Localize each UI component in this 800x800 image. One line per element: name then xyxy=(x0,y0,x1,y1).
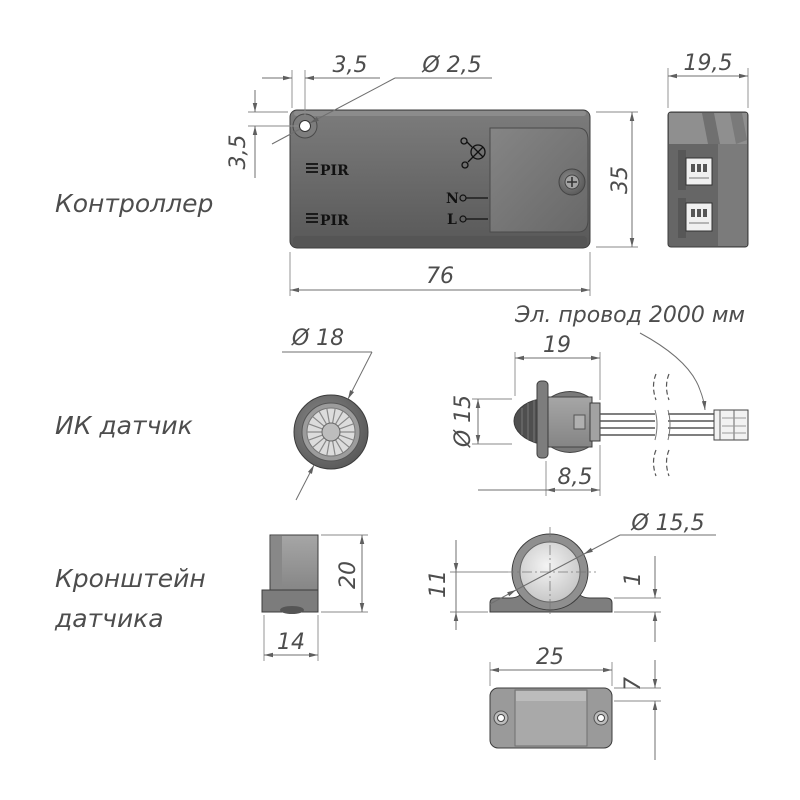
pir-lines-icon xyxy=(306,163,318,173)
label-bracket-line1: Кронштейн xyxy=(55,564,206,593)
bracket-bottom-view xyxy=(489,687,613,749)
controller-cover-panel xyxy=(489,127,589,233)
wire-break-marks xyxy=(652,373,670,477)
dim-bracket-depth: 7 xyxy=(614,660,661,760)
pir-lines-icon xyxy=(306,213,318,223)
side-connector-top xyxy=(685,157,713,186)
bracket-side-slot xyxy=(280,606,304,614)
sensor-dome xyxy=(513,398,541,445)
dim-sensor-length: 19 xyxy=(514,333,601,400)
label-ir-sensor: ИК датчик xyxy=(55,411,193,440)
lens-center xyxy=(321,422,341,442)
dim-text: 7 xyxy=(621,677,646,691)
ir-sensor-front-view xyxy=(293,394,369,470)
dim-bracket-length: 25 xyxy=(489,645,613,686)
sensor-flange xyxy=(536,380,549,459)
wire-callout: Эл. провод 2000 мм xyxy=(514,303,745,411)
bracket-side-shade xyxy=(271,536,282,591)
dim-controller-hole-offset-y: 3,5 xyxy=(226,90,298,178)
sensor-clip-bottom xyxy=(549,446,591,453)
wire-connector xyxy=(713,409,749,441)
dim-text: 25 xyxy=(536,645,564,670)
dim-controller-hole-diameter: Ø 2,5 xyxy=(271,53,492,145)
dim-controller-depth: 19,5 xyxy=(667,51,749,108)
dim-sensor-flange-length: 8,5 xyxy=(478,445,601,496)
dim-text: Ø 2,5 xyxy=(421,53,481,78)
terminal-label-n: N xyxy=(446,191,459,207)
sensor-latch xyxy=(573,414,586,430)
ir-sensor-side-view xyxy=(513,373,749,477)
side-connector-bottom xyxy=(685,202,713,232)
dim-bracket-width: 14 xyxy=(263,615,319,661)
mount-hole-icon xyxy=(493,710,509,726)
dim-text: Ø 15 xyxy=(451,395,476,448)
screw-icon xyxy=(558,168,586,196)
lamp-icon xyxy=(460,137,486,169)
dim-text: 3,5 xyxy=(333,53,368,78)
dim-bracket-base-thickness: 1 xyxy=(614,556,661,642)
wire-length-text: Эл. провод 2000 мм xyxy=(514,303,745,328)
dim-text: 11 xyxy=(426,570,451,598)
terminal-label-l: L xyxy=(447,212,457,228)
sensor-wires xyxy=(600,409,715,441)
bracket-side-view xyxy=(261,534,319,614)
dim-sensor-diameter: Ø 18 xyxy=(282,326,373,501)
controller-top-rim xyxy=(294,111,586,116)
dim-text: 14 xyxy=(277,630,305,655)
bracket-plate-highlight xyxy=(516,691,586,701)
side-slot xyxy=(730,113,747,144)
sensor-cap xyxy=(589,402,601,442)
dim-bracket-center-height: 11 xyxy=(426,540,508,630)
dim-text: 3,5 xyxy=(226,135,251,170)
dim-bracket-ring-diameter: Ø 15,5 xyxy=(489,511,716,605)
dim-text: 1 xyxy=(621,572,646,586)
dim-text: Ø 15,5 xyxy=(630,511,704,536)
dim-bracket-height: 20 xyxy=(321,534,368,613)
dim-text: 19,5 xyxy=(684,51,733,76)
pir-label-bottom: PIR xyxy=(320,213,349,229)
dim-text: 35 xyxy=(608,166,633,194)
side-right-column xyxy=(718,144,747,246)
wire-leader xyxy=(639,332,707,411)
dim-text: Ø 18 xyxy=(291,326,344,351)
dome-ribs xyxy=(521,400,535,443)
side-tab xyxy=(678,198,686,238)
dim-controller-length: 76 xyxy=(289,252,591,296)
controller-bottom-rim xyxy=(293,236,587,247)
pir-label-top: PIR xyxy=(320,163,349,179)
label-controller: Контроллер xyxy=(55,189,213,218)
controller-top-view: PIR PIR N L xyxy=(289,109,591,249)
dim-controller-hole-offset-x: 3,5 xyxy=(262,53,380,116)
dim-text: 76 xyxy=(426,264,454,289)
sensor-clip-top xyxy=(549,391,591,398)
controller-side-view xyxy=(667,111,749,248)
side-tab xyxy=(678,150,686,190)
dim-text: 8,5 xyxy=(558,465,593,490)
mount-hole-icon xyxy=(593,710,609,726)
label-bracket-line2: датчика xyxy=(54,604,164,633)
dim-controller-height: 35 xyxy=(596,111,638,248)
dim-sensor-lens-diameter: Ø 15 xyxy=(451,395,512,448)
dim-text: 19 xyxy=(543,333,571,358)
dim-text: 20 xyxy=(336,561,361,589)
lens-rib-lines xyxy=(307,408,355,456)
side-slot xyxy=(702,113,720,144)
